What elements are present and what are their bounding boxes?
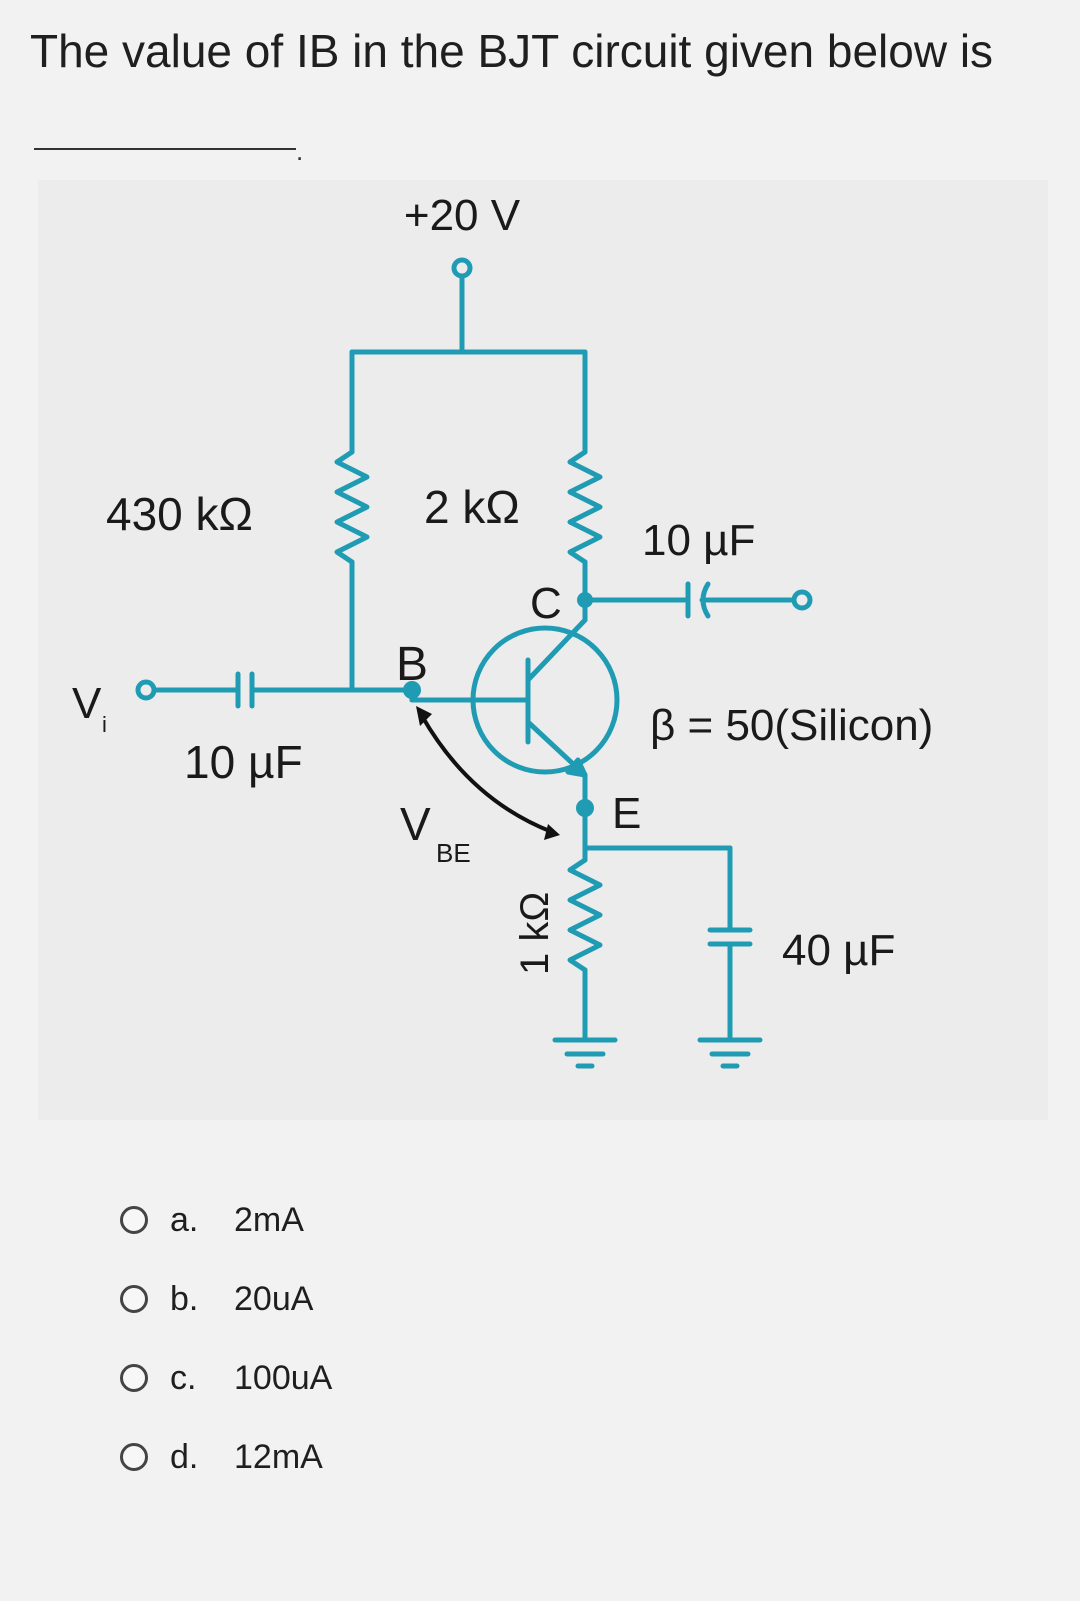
circuit-wires: [135, 257, 813, 1069]
resistor-re-zigzag: [567, 857, 603, 973]
option-a[interactable]: a. 2mA: [120, 1195, 304, 1245]
c-in-label: 10 µF: [184, 736, 303, 788]
question-text: The value of IB in the BJT circuit given…: [30, 25, 994, 77]
vi-label-sub: i: [102, 712, 107, 737]
c-out-label: 10 µF: [642, 516, 755, 565]
answer-blank-line: [34, 148, 296, 150]
node-b-label: B: [396, 638, 428, 691]
circuit-figure: +20 V 430 kΩ 2 kΩ 10 µF C B V i 10 µF β …: [38, 180, 1048, 1120]
emitter-arrow: [565, 757, 588, 778]
blank-period: .: [296, 136, 304, 166]
option-d-text: 12mA: [234, 1437, 323, 1476]
option-a-radio[interactable]: [120, 1206, 148, 1234]
rc-label: 2 kΩ: [424, 481, 520, 533]
option-b-text: 20uA: [234, 1279, 314, 1318]
vi-label-main: V: [72, 679, 102, 728]
option-c-letter: c.: [170, 1358, 197, 1397]
option-b-radio[interactable]: [120, 1285, 148, 1313]
vbe-label-main: V: [400, 798, 431, 850]
option-d-radio[interactable]: [120, 1443, 148, 1471]
vbe-label-sub: BE: [436, 838, 471, 868]
node-c-label: C: [530, 579, 562, 628]
node-e-dot: [576, 799, 594, 817]
resistor-rb-zigzag: [334, 449, 370, 565]
supply-label: +20 V: [404, 191, 521, 240]
beta-label: β = 50(Silicon): [650, 701, 933, 750]
bjt-circuit-diagram: +20 V 430 kΩ 2 kΩ 10 µF C B V i 10 µF β …: [72, 191, 933, 1069]
c-e-label: 40 µF: [782, 926, 895, 975]
vbe-arrow: [420, 715, 553, 834]
option-c-text: 100uA: [234, 1358, 333, 1397]
resistor-rc-zigzag: [567, 449, 603, 565]
option-d[interactable]: d. 12mA: [120, 1432, 323, 1482]
vbe-arrowhead-b: [416, 706, 432, 726]
option-c[interactable]: c. 100uA: [120, 1353, 332, 1403]
option-a-letter: a.: [170, 1200, 199, 1239]
option-d-letter: d.: [170, 1437, 199, 1476]
option-a-text: 2mA: [234, 1200, 304, 1239]
node-e-label: E: [612, 789, 641, 838]
transistor-circle: [470, 625, 620, 775]
rb-label: 430 kΩ: [106, 488, 253, 540]
option-c-radio[interactable]: [120, 1364, 148, 1392]
output-terminal: [791, 589, 813, 611]
re-label: 1 kΩ: [513, 892, 557, 975]
node-c-dot: [577, 592, 593, 608]
option-b[interactable]: b. 20uA: [120, 1274, 313, 1324]
node-b-dot: [403, 681, 421, 699]
option-b-letter: b.: [170, 1279, 199, 1318]
vbe-arrowhead-e: [544, 824, 560, 840]
